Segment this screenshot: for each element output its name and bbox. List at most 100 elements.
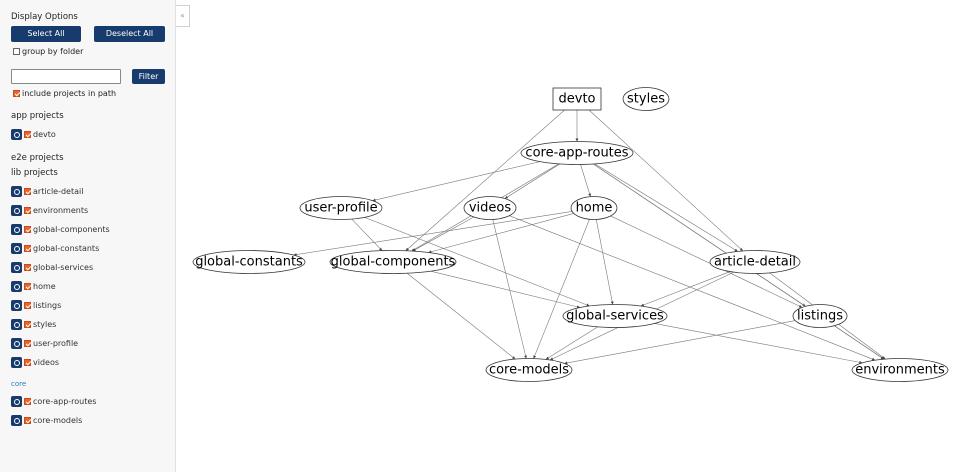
project-checkbox[interactable]	[24, 283, 31, 290]
edge-videos-to-global-components	[412, 216, 474, 252]
node-shape[interactable]	[192, 250, 306, 274]
project-checkbox[interactable]	[24, 321, 31, 328]
project-checkbox[interactable]	[24, 264, 31, 271]
node-label: article-detail	[714, 255, 796, 270]
deselect-all-button[interactable]: Deselect All	[94, 26, 165, 42]
project-checkbox[interactable]	[24, 398, 31, 405]
project-item-core-app-routes[interactable]: core-app-routes	[11, 396, 161, 408]
node-label: global-services	[566, 309, 664, 324]
select-all-button[interactable]: Select All	[11, 26, 81, 42]
edge-core-app-routes-to-article-detail	[594, 163, 738, 252]
project-item-global-services[interactable]: global-services	[11, 262, 161, 274]
project-name: global-services	[33, 263, 94, 272]
focus-icon[interactable]	[11, 338, 22, 349]
project-checkbox[interactable]	[24, 188, 31, 195]
include-in-path-checkbox[interactable]	[13, 90, 20, 97]
graph-node-styles[interactable]: styles	[622, 87, 670, 111]
project-name: global-constants	[33, 244, 100, 253]
node-shape[interactable]	[485, 358, 573, 382]
focus-icon[interactable]	[11, 129, 22, 140]
focus-icon[interactable]	[11, 243, 22, 254]
edge-home-to-global-components	[428, 213, 574, 254]
node-label: user-profile	[304, 201, 377, 216]
edge-videos-to-environments	[509, 215, 876, 361]
graph-node-global-constants[interactable]: global-constants	[192, 250, 306, 274]
node-shape[interactable]	[299, 196, 383, 220]
project-item-core-models[interactable]: core-models	[11, 415, 161, 427]
graph-node-videos[interactable]: videos	[463, 196, 517, 220]
node-label: home	[576, 201, 613, 216]
project-checkbox[interactable]	[24, 245, 31, 252]
project-name: core-models	[33, 416, 83, 425]
graph-node-home[interactable]: home	[570, 196, 618, 220]
focus-icon[interactable]	[11, 319, 22, 330]
focus-icon[interactable]	[11, 186, 22, 197]
node-shape[interactable]	[851, 358, 949, 382]
graph-node-user-profile[interactable]: user-profile	[299, 196, 383, 220]
graph-node-listings[interactable]: listings	[792, 304, 848, 328]
graph-node-core-app-routes[interactable]: core-app-routes	[520, 141, 634, 165]
edge-article-detail-to-global-services	[640, 271, 731, 307]
group-title-2: lib projects	[11, 168, 58, 178]
project-checkbox[interactable]	[24, 226, 31, 233]
edge-home-to-global-constants	[293, 211, 573, 257]
node-shape[interactable]	[709, 250, 801, 274]
project-item-videos[interactable]: videos	[11, 357, 161, 369]
graph-node-global-components[interactable]: global-components	[329, 250, 457, 274]
focus-icon[interactable]	[11, 224, 22, 235]
graph-node-article-detail[interactable]: article-detail	[709, 250, 801, 274]
group-by-folder-checkbox[interactable]	[13, 48, 20, 55]
node-label: core-app-routes	[525, 146, 628, 161]
node-shape[interactable]	[570, 196, 618, 220]
focus-icon[interactable]	[11, 300, 22, 311]
edge-global-components-to-global-services	[430, 270, 581, 309]
project-item-devto[interactable]: devto	[11, 129, 161, 141]
group-title-0: app projects	[11, 111, 64, 121]
edge-user-profile-to-global-components	[351, 218, 383, 251]
focus-icon[interactable]	[11, 281, 22, 292]
project-item-home[interactable]: home	[11, 281, 161, 293]
project-item-article-detail[interactable]: article-detail	[11, 186, 161, 198]
edge-home-to-listings	[610, 215, 803, 308]
edge-home-to-global-services	[595, 219, 614, 305]
node-shape[interactable]	[520, 141, 634, 165]
project-item-global-constants[interactable]: global-constants	[11, 243, 161, 255]
edge-home-to-core-models	[533, 219, 590, 359]
graph-node-core-models[interactable]: core-models	[485, 358, 573, 382]
project-name: user-profile	[33, 339, 79, 348]
focus-icon[interactable]	[11, 415, 22, 426]
graph-node-environments[interactable]: environments	[851, 358, 949, 382]
graph-node-devto[interactable]: devto	[552, 87, 602, 111]
project-name: environments	[33, 206, 89, 215]
project-checkbox[interactable]	[24, 340, 31, 347]
project-item-user-profile[interactable]: user-profile	[11, 338, 161, 350]
project-checkbox[interactable]	[24, 131, 31, 138]
node-label: listings	[797, 309, 843, 324]
edge-core-app-routes-to-videos	[504, 163, 560, 199]
node-shape[interactable]	[552, 87, 602, 111]
filter-button[interactable]: Filter	[132, 69, 165, 84]
focus-icon[interactable]	[11, 205, 22, 216]
node-shape[interactable]	[329, 250, 457, 274]
graph-node-global-services[interactable]: global-services	[562, 304, 668, 328]
node-shape[interactable]	[562, 304, 668, 328]
node-shape[interactable]	[463, 196, 517, 220]
focus-icon[interactable]	[11, 357, 22, 368]
project-name: global-components	[33, 225, 110, 234]
project-name: devto	[33, 130, 56, 139]
project-item-listings[interactable]: listings	[11, 300, 161, 312]
project-item-styles[interactable]: styles	[11, 319, 161, 331]
focus-icon[interactable]	[11, 262, 22, 273]
project-item-global-components[interactable]: global-components	[11, 224, 161, 236]
project-checkbox[interactable]	[24, 302, 31, 309]
node-shape[interactable]	[792, 304, 848, 328]
focus-icon[interactable]	[11, 396, 22, 407]
project-item-environments[interactable]: environments	[11, 205, 161, 217]
project-checkbox[interactable]	[24, 417, 31, 424]
node-shape[interactable]	[622, 87, 670, 111]
edge-listings-to-environments	[834, 325, 885, 360]
project-checkbox[interactable]	[24, 359, 31, 366]
collapse-sidebar-button[interactable]: «	[176, 5, 190, 27]
project-checkbox[interactable]	[24, 207, 31, 214]
filter-input[interactable]	[11, 69, 121, 84]
